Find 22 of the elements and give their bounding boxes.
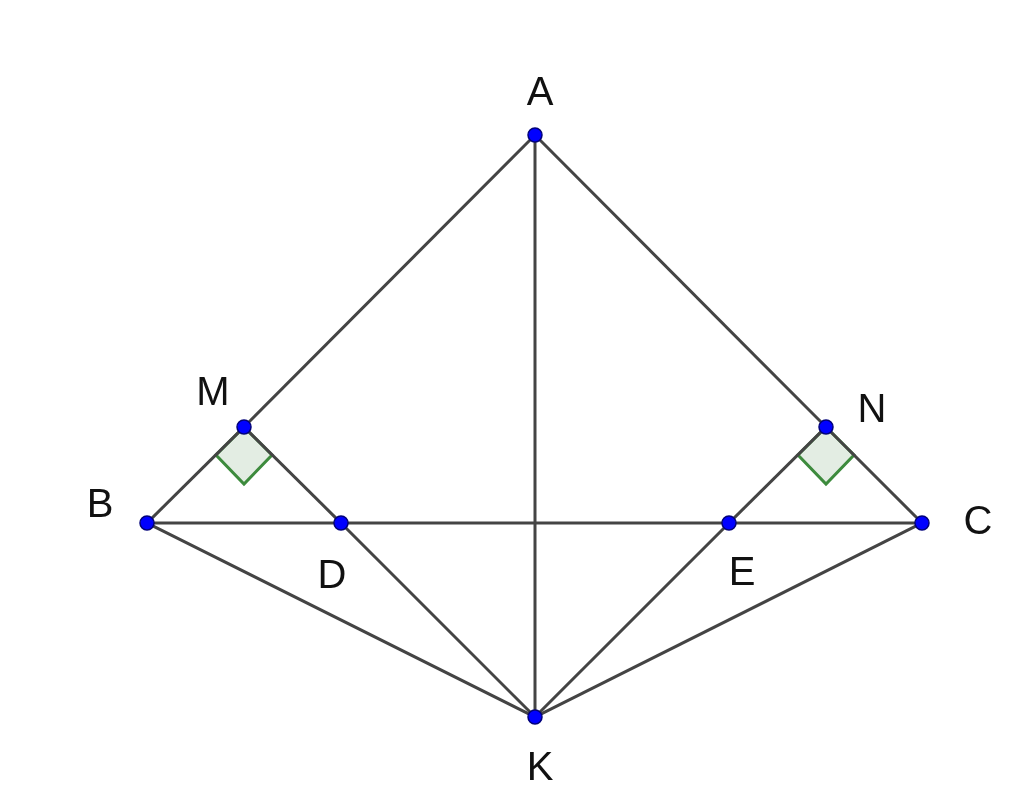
labelled-point: B xyxy=(86,481,155,531)
line-segment xyxy=(152,524,530,716)
labelled-point: A xyxy=(526,69,554,143)
labelled-point: D xyxy=(317,515,349,596)
line-segment xyxy=(150,430,241,520)
line-segment xyxy=(533,142,537,710)
line-segment xyxy=(732,430,823,520)
line-segment xyxy=(344,526,532,714)
line-segment xyxy=(540,524,917,716)
line-segment xyxy=(736,521,915,525)
line-segment xyxy=(538,138,823,424)
labelled-point: E xyxy=(721,515,756,593)
line-segment xyxy=(538,526,726,714)
line-segment xyxy=(348,521,722,525)
line-segment xyxy=(247,138,532,424)
line-segment xyxy=(247,430,338,520)
line-segment xyxy=(829,430,919,520)
labelled-point: C xyxy=(914,498,993,542)
labelled-point: M xyxy=(196,369,252,435)
labelled-point: K xyxy=(526,709,554,788)
labelled-point: N xyxy=(818,386,887,435)
line-segment xyxy=(154,521,334,525)
